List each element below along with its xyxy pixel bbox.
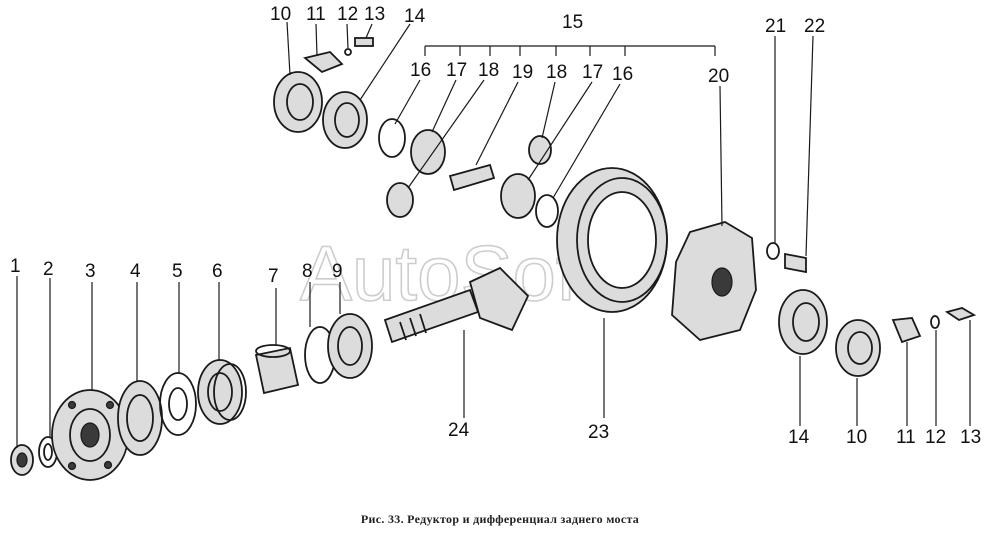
label-8: 8 bbox=[302, 261, 313, 282]
label-12-right: 12 bbox=[925, 427, 946, 448]
label-14-top: 14 bbox=[404, 6, 426, 27]
label-4: 4 bbox=[130, 261, 141, 282]
part-10-adjusting-nut-right bbox=[835, 319, 881, 377]
part-1-nut bbox=[10, 444, 34, 476]
part-17-side-gear-right bbox=[500, 173, 536, 219]
part-18-planet-gear-left bbox=[386, 182, 414, 218]
part-11-lock-plate-top bbox=[303, 51, 344, 74]
part-11-lock-plate-right bbox=[891, 317, 922, 344]
leader-lines bbox=[16, 21, 971, 448]
part-19-pinion-shaft bbox=[448, 163, 496, 192]
part-20-differential-case bbox=[671, 221, 757, 341]
part-5-washer bbox=[159, 372, 197, 436]
label-23: 23 bbox=[588, 422, 609, 443]
label-20: 20 bbox=[708, 66, 729, 87]
label-13-top: 13 bbox=[364, 4, 385, 25]
label-16-right: 16 bbox=[612, 64, 633, 85]
label-2: 2 bbox=[43, 259, 54, 280]
label-1: 1 bbox=[10, 256, 21, 277]
part-14-bearing-top bbox=[322, 91, 368, 149]
label-14-right: 14 bbox=[788, 427, 810, 448]
part-10-adjusting-nut-top bbox=[273, 71, 323, 133]
figure-caption: Рис. 33. Редуктор и дифференциал заднего… bbox=[360, 512, 640, 526]
part-16-washer-left bbox=[378, 118, 406, 158]
label-11-top: 11 bbox=[306, 4, 326, 25]
label-6: 6 bbox=[212, 261, 223, 282]
part-23-ring-gear bbox=[556, 167, 668, 313]
part-21-lock-washer bbox=[766, 242, 780, 260]
part-13-bolt-top bbox=[344, 37, 374, 56]
label-18-left: 18 bbox=[478, 60, 499, 81]
part-9-bearing bbox=[327, 313, 373, 379]
part-13-bolt-right bbox=[944, 307, 977, 321]
label-17-right: 17 bbox=[582, 62, 603, 83]
label-10-top: 10 bbox=[270, 4, 291, 25]
part-12-washer-right bbox=[930, 315, 940, 329]
label-10-right: 10 bbox=[846, 427, 867, 448]
part-22-bolt bbox=[784, 252, 807, 274]
label-11-right: 11 bbox=[896, 427, 916, 448]
label-9: 9 bbox=[332, 261, 343, 282]
label-16-left: 16 bbox=[410, 60, 431, 81]
part-24-drive-pinion bbox=[383, 266, 530, 344]
label-17-left: 17 bbox=[446, 60, 467, 81]
label-24: 24 bbox=[448, 420, 470, 441]
label-7: 7 bbox=[268, 266, 279, 287]
part-6-bearing bbox=[197, 359, 247, 425]
label-18-right: 18 bbox=[546, 62, 567, 83]
label-12-top: 12 bbox=[337, 4, 358, 25]
label-13-right: 13 bbox=[960, 427, 981, 448]
part-16-washer-right bbox=[535, 194, 559, 228]
part-14-bearing-right bbox=[778, 289, 828, 355]
label-5: 5 bbox=[172, 261, 183, 282]
label-3: 3 bbox=[85, 261, 96, 282]
label-15: 15 bbox=[562, 12, 583, 33]
part-4-oil-seal bbox=[117, 380, 163, 456]
label-22: 22 bbox=[804, 16, 825, 37]
part-17-side-gear-left bbox=[410, 129, 446, 175]
part-3-flange bbox=[51, 389, 129, 481]
part-18-planet-gear-right bbox=[528, 135, 552, 165]
label-21: 21 bbox=[765, 16, 786, 37]
label-19: 19 bbox=[512, 62, 533, 83]
part-7-spacer-sleeve bbox=[254, 344, 300, 395]
